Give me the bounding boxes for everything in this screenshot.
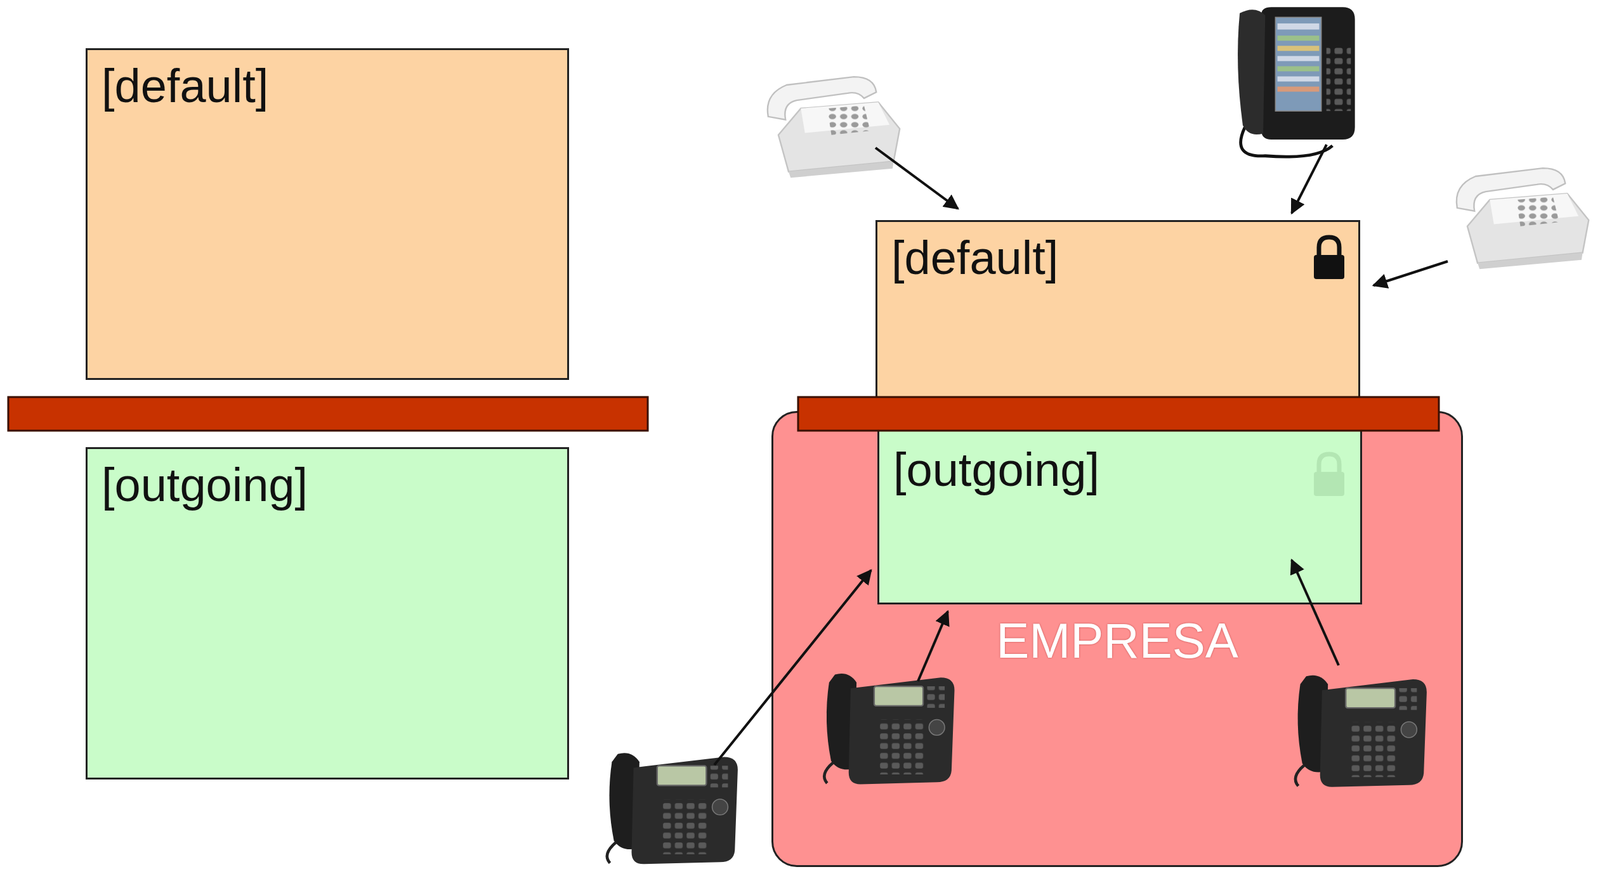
phone-arrow xyxy=(1291,560,1339,666)
white-phone xyxy=(767,76,900,178)
lock-icon xyxy=(1313,237,1345,280)
phone-arrow xyxy=(1373,261,1448,286)
context-box: [outgoing] xyxy=(85,447,570,780)
ip-phone xyxy=(824,673,955,785)
phone-arrow xyxy=(875,147,958,209)
lock-icon-faded xyxy=(1313,454,1345,497)
region-label: EMPRESA xyxy=(773,612,1462,670)
separator-bar xyxy=(798,397,1439,431)
ip-phone xyxy=(607,753,738,865)
executive-phone xyxy=(1237,6,1356,157)
context-label: [outgoing] xyxy=(101,458,554,512)
context-label: [default] xyxy=(101,59,554,113)
context-box: [default] xyxy=(85,48,570,381)
context-label: [outgoing] xyxy=(893,442,1347,497)
phone-part xyxy=(714,144,1448,766)
company-region: EMPRESA [outgoing] xyxy=(771,411,1463,868)
context-box: [default] xyxy=(875,220,1361,429)
phone-arrow xyxy=(918,611,948,682)
context-box: [outgoing] xyxy=(877,426,1363,605)
phone-arrow xyxy=(714,570,872,766)
white-phone xyxy=(1456,168,1589,269)
context-label: [default] xyxy=(891,230,1345,285)
ip-phone xyxy=(1295,675,1427,788)
phone-arrow xyxy=(1291,144,1327,214)
separator-bar xyxy=(8,397,648,431)
